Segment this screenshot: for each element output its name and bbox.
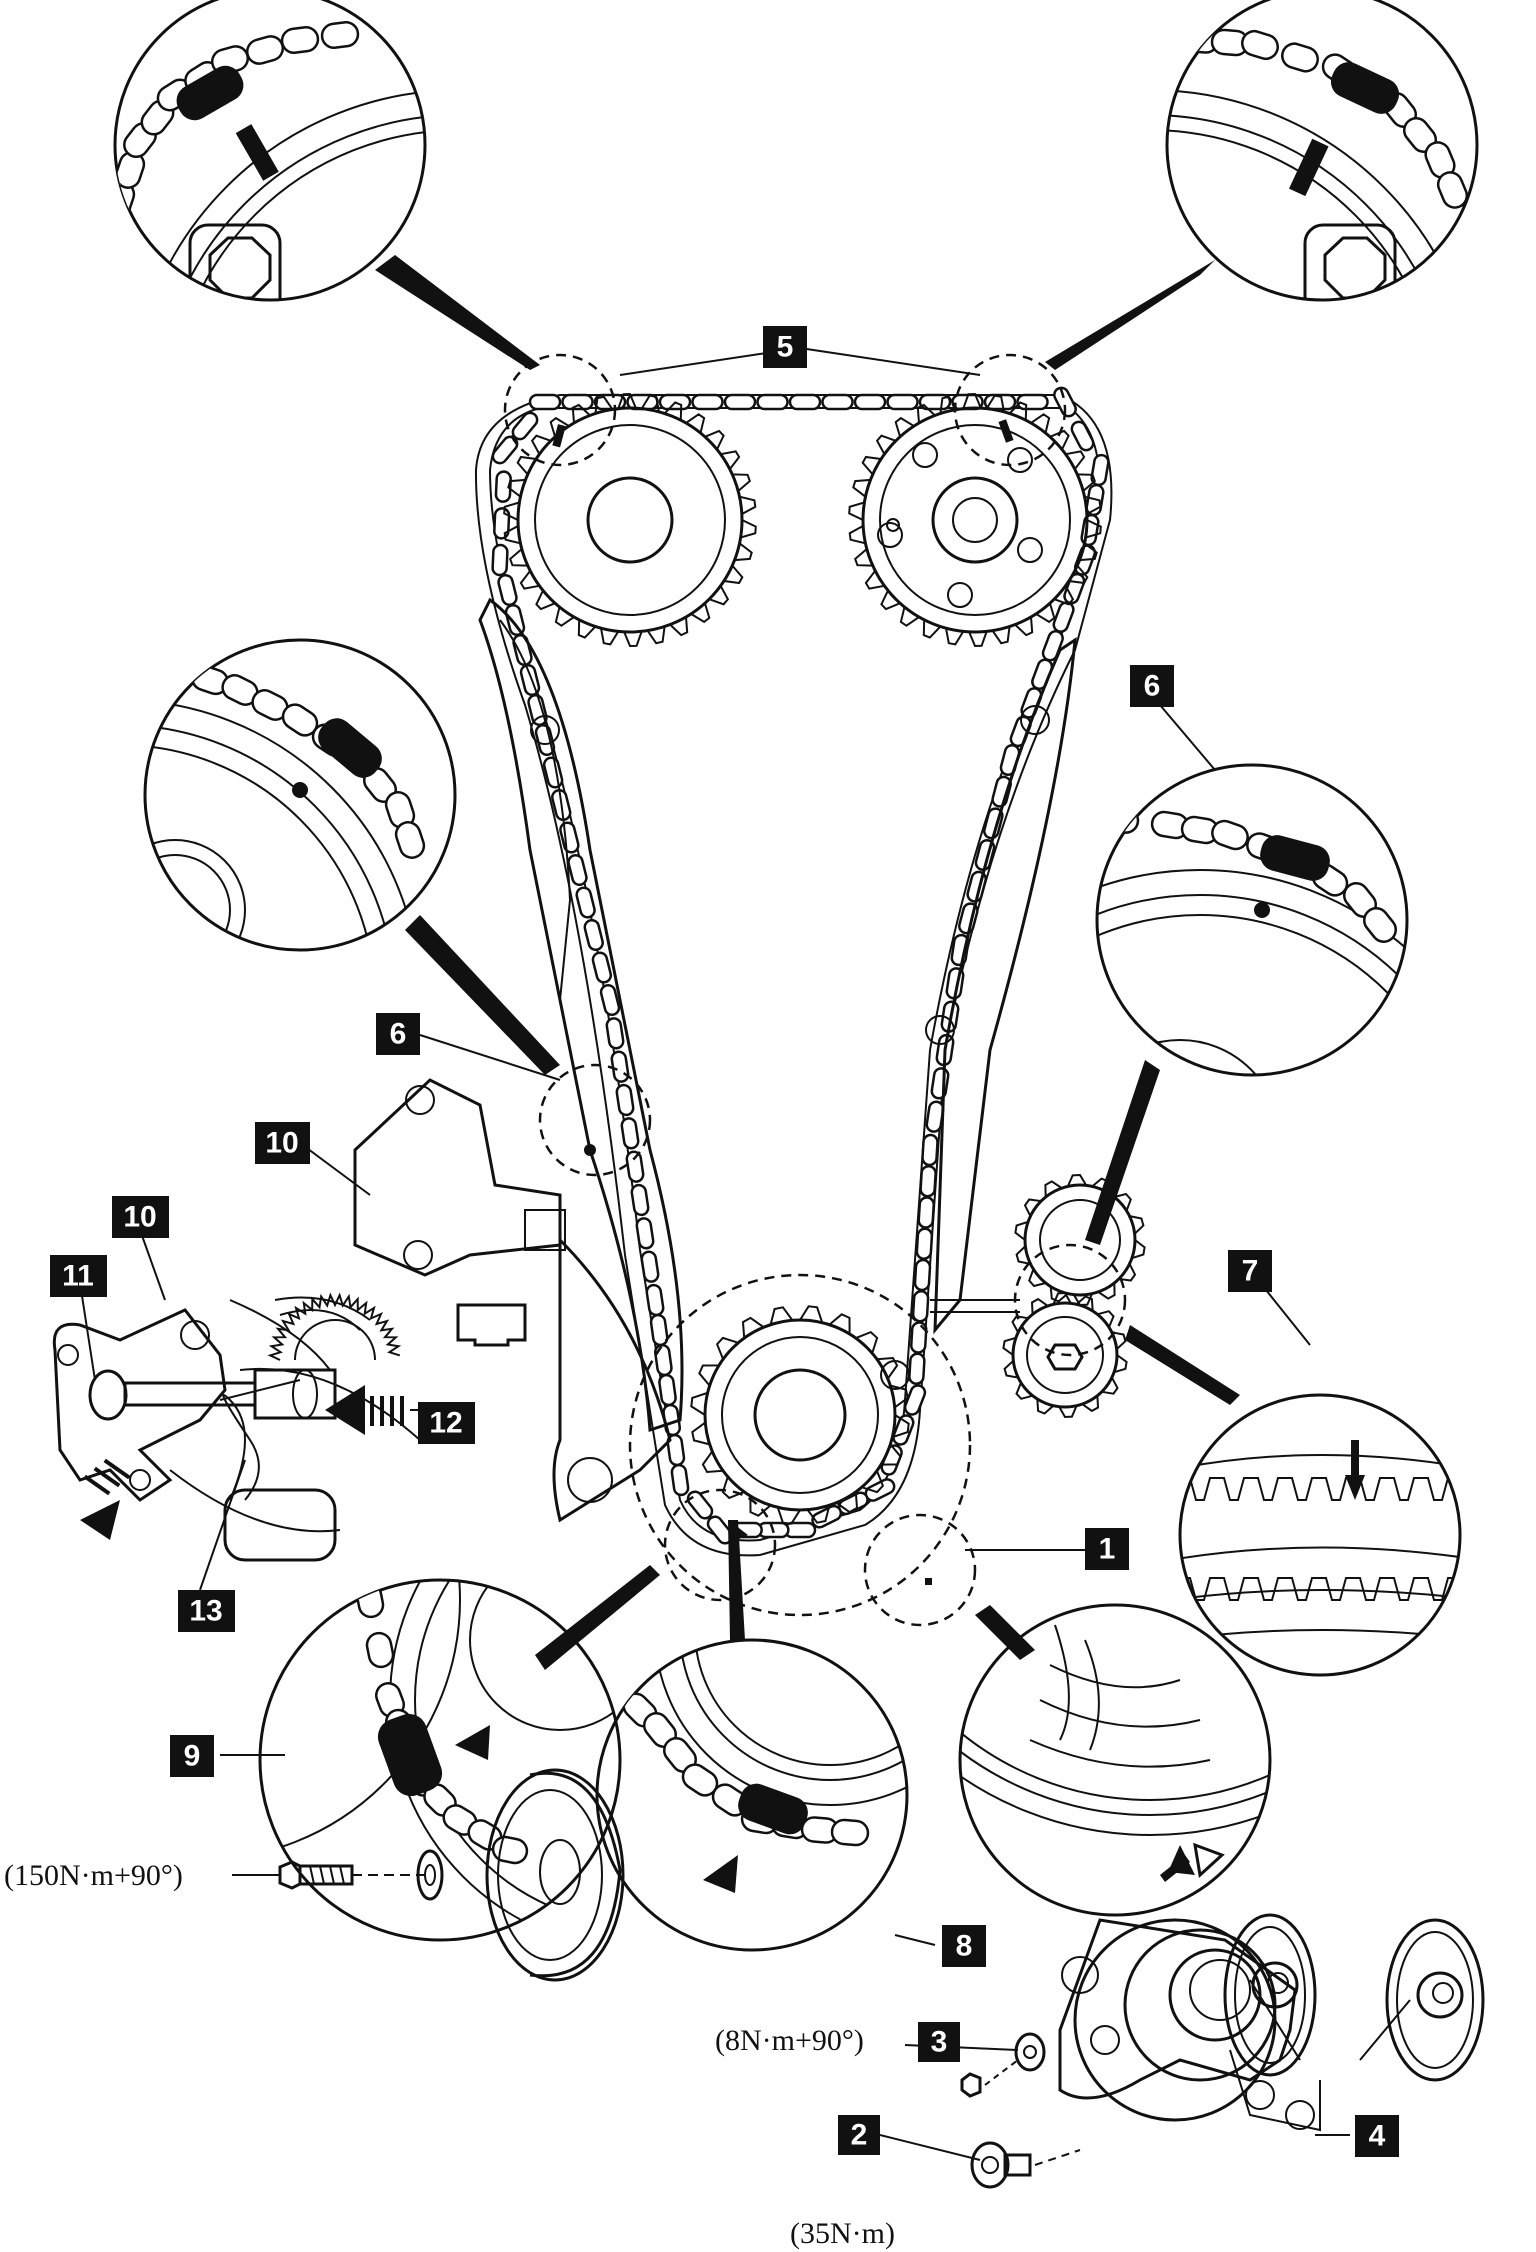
tensioner-guide bbox=[552, 1236, 672, 1523]
callout-4: 4 bbox=[1355, 2115, 1399, 2157]
callout-6-right: 6 bbox=[1130, 665, 1174, 707]
detail-magnifier-top-left bbox=[113, 0, 540, 370]
engine-main-view bbox=[353, 353, 1146, 1627]
svg-text:11: 11 bbox=[62, 1260, 94, 1293]
detail-magnifier-1 bbox=[958, 1603, 1272, 1917]
detail-circle-6 bbox=[538, 1063, 652, 1177]
callout-1: 1 bbox=[1085, 1528, 1129, 1570]
torque-crank-bolt: (150N·m+90°) bbox=[4, 1859, 183, 1892]
torque-pump-bolt: (8N·m+90°) bbox=[715, 2024, 864, 2057]
callout-3: 3 bbox=[918, 2022, 960, 2062]
svg-text:6: 6 bbox=[390, 1018, 407, 1051]
intake-camshaft-sprocket bbox=[503, 392, 757, 648]
chain-links bbox=[491, 386, 1110, 1545]
detail-circle-tr bbox=[953, 353, 1067, 467]
callout-5: 5 bbox=[763, 326, 807, 368]
svg-text:5: 5 bbox=[777, 331, 794, 364]
detail-circle-tl bbox=[503, 353, 617, 467]
svg-text:3: 3 bbox=[931, 2026, 948, 2059]
callout-10-bracket: 10 bbox=[255, 1122, 310, 1164]
exhaust-camshaft-sprocket bbox=[848, 392, 1102, 648]
torque-housing-bolt: (35N·m) bbox=[790, 2217, 895, 2250]
detail-magnifier-7 bbox=[1125, 1325, 1462, 1677]
tensioner-assembly-detail bbox=[52, 1292, 421, 1562]
svg-text:7: 7 bbox=[1242, 1255, 1259, 1288]
detail-circle-9 bbox=[663, 1488, 777, 1602]
svg-text:9: 9 bbox=[184, 1740, 201, 1773]
callout-8: 8 bbox=[942, 1925, 986, 1967]
detail-magnifier-top-right bbox=[1045, 0, 1479, 370]
detail-circle-1 bbox=[863, 1513, 977, 1627]
right-chain-guide bbox=[933, 637, 1077, 1335]
svg-text:12: 12 bbox=[429, 1407, 462, 1440]
svg-text:2: 2 bbox=[851, 2119, 868, 2152]
callout-7: 7 bbox=[1228, 1250, 1272, 1292]
balance-shaft-sprocket-lower bbox=[1002, 1291, 1128, 1419]
release-arrow-icon bbox=[80, 1458, 131, 1540]
svg-text:10: 10 bbox=[265, 1127, 298, 1160]
callout-11: 11 bbox=[50, 1255, 107, 1297]
detail-circle-crank bbox=[628, 1273, 972, 1617]
balance-shaft-module bbox=[960, 1913, 1485, 2189]
callout-9: 9 bbox=[170, 1735, 214, 1777]
svg-text:4: 4 bbox=[1369, 2120, 1386, 2153]
callout-leaders bbox=[77, 347, 1350, 2161]
callout-13: 13 bbox=[178, 1590, 235, 1632]
crankshaft-pulley-group bbox=[232, 1768, 625, 1982]
crankshaft-sprocket bbox=[690, 1305, 910, 1525]
svg-text:13: 13 bbox=[189, 1595, 222, 1628]
callout-2: 2 bbox=[838, 2115, 880, 2155]
callout-10-assembly: 10 bbox=[112, 1196, 169, 1238]
detail-magnifier-mid-left bbox=[143, 638, 560, 1075]
callout-6-left: 6 bbox=[376, 1013, 420, 1055]
push-arrow-icon bbox=[325, 1385, 404, 1435]
balance-shaft-sprocket-upper bbox=[1014, 1173, 1146, 1307]
tensioner-bracket bbox=[353, 1078, 562, 1277]
callout-12: 12 bbox=[418, 1402, 475, 1444]
svg-text:6: 6 bbox=[1144, 670, 1161, 703]
svg-text:10: 10 bbox=[123, 1201, 156, 1234]
svg-text:8: 8 bbox=[956, 1930, 973, 1963]
detail-circle-7 bbox=[1013, 1243, 1127, 1357]
svg-text:1: 1 bbox=[1099, 1533, 1116, 1566]
